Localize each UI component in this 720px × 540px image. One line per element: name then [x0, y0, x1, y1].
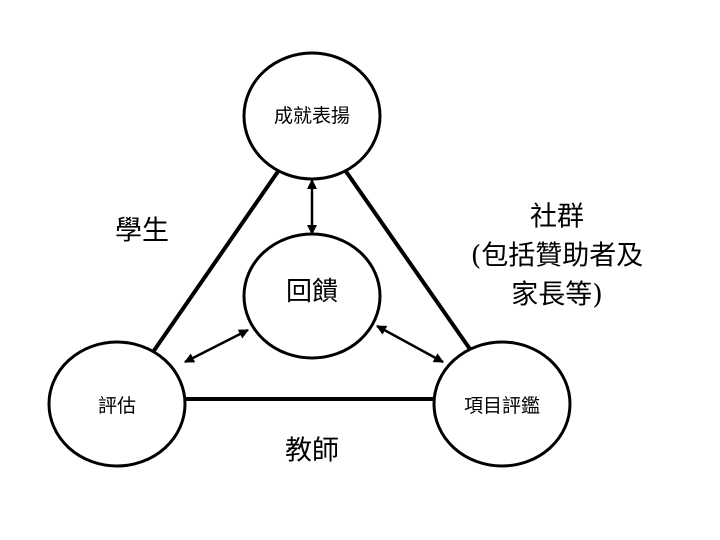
node-top-label: 成就表揚 — [274, 105, 350, 127]
label-student: 學生 — [115, 216, 169, 247]
edge-top-right — [343, 168, 474, 354]
arrow-left-center — [184, 328, 249, 364]
node-right-circle — [432, 340, 572, 468]
node-left-circle — [47, 340, 187, 468]
node-center-label: 回饋 — [286, 277, 338, 307]
arrow-right-center — [376, 324, 444, 364]
label-community-line2: (包括贊助者及 — [471, 241, 644, 272]
edge-top-left — [151, 168, 281, 354]
label-community-line1: 社群 — [530, 202, 584, 233]
node-left-label: 評估 — [98, 395, 136, 417]
label-teacher: 教師 — [285, 436, 339, 467]
node-center-circle — [242, 232, 382, 360]
label-community-line3: 家長等) — [511, 280, 603, 311]
node-right-label: 項目評鑑 — [464, 395, 540, 417]
node-top-circle — [242, 51, 382, 181]
